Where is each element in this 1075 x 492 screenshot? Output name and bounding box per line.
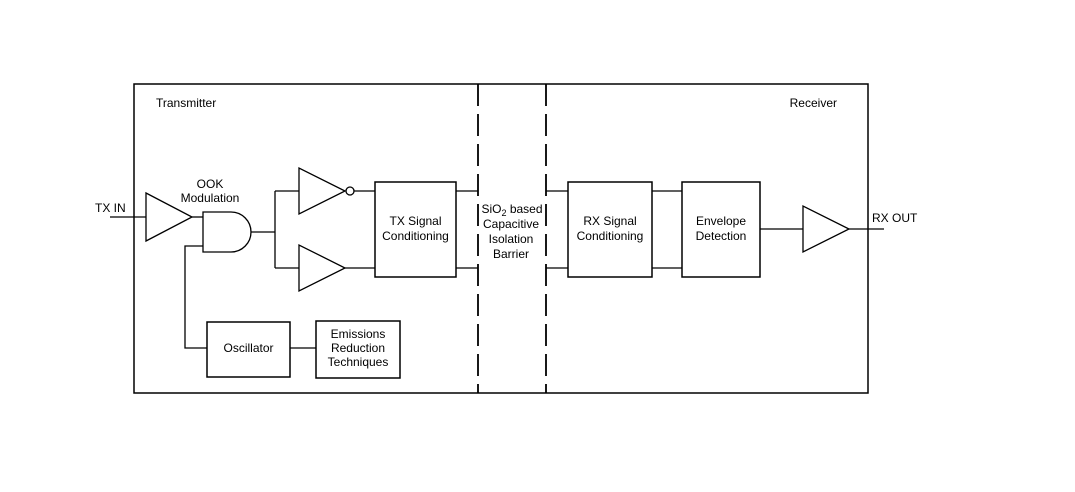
receiver-label: Receiver [790,96,837,110]
barrier-label-line4: Barrier [493,247,529,261]
rx-out-label: RX OUT [872,211,918,225]
input-buffer-icon [145,191,194,243]
inverter-icon [298,166,347,216]
tx-buffer-icon [298,243,347,293]
tx-conditioning-line2: Conditioning [382,229,449,243]
emissions-line1: Emissions [331,327,386,341]
emissions-reduction-block [315,320,401,379]
envelope-line1: Envelope [696,214,746,228]
and-gate-icon [202,211,252,253]
output-buffer-icon [802,204,851,254]
inverter-bubble-icon [345,186,355,196]
emissions-line2: Reduction [331,341,385,355]
rx-conditioning-block [567,181,653,278]
rx-conditioning-line1: RX Signal [583,214,636,228]
tx-in-label: TX IN [95,201,126,215]
transmitter-label: Transmitter [156,96,216,110]
tx-conditioning-line1: TX Signal [389,214,441,228]
ook-label-line1: OOK [197,177,224,191]
device-outline [133,83,869,394]
oscillator-block [206,321,291,378]
rx-conditioning-line2: Conditioning [577,229,644,243]
barrier-label-line3: Isolation [489,232,534,246]
barrier-label-line1: SiO2 based [481,202,542,218]
oscillator-label: Oscillator [223,341,273,355]
tx-conditioning-block [374,181,457,278]
emissions-line3: Techniques [328,355,389,369]
barrier-label-line2: Capacitive [483,217,539,231]
ook-label-line2: Modulation [181,191,240,205]
envelope-detection-block [681,181,761,278]
oscillator-to-gate-wire [184,245,207,349]
envelope-line2: Detection [696,229,747,243]
